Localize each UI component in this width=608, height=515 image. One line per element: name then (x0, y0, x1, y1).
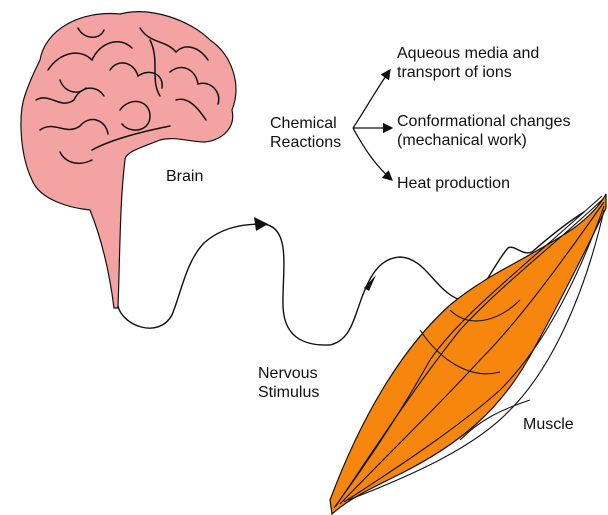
chemical-reactions-line-2: Reactions (270, 133, 341, 152)
nerve-arrow-1 (254, 217, 268, 231)
aqueous-media-line-2: transport of ions (397, 63, 539, 82)
arrow-aqueous (353, 70, 390, 128)
nervous-stimulus-label: Nervous Stimulus (258, 364, 319, 402)
aqueous-media-line-1: Aqueous media and (397, 44, 539, 63)
chemical-reactions-label: Chemical Reactions (270, 114, 341, 152)
muscle-illustration (330, 194, 606, 514)
conformational-changes-line-2: (mechanical work) (397, 131, 570, 150)
muscle-label: Muscle (523, 415, 574, 434)
muscle-shape (330, 194, 606, 514)
nervous-stimulus-line-2: Stimulus (258, 383, 319, 402)
arrow-heat (353, 128, 392, 180)
brain-illustration (21, 12, 236, 308)
heat-production-label: Heat production (397, 174, 510, 193)
brain-shape (21, 12, 236, 308)
brain-label: Brain (166, 167, 203, 186)
nervous-stimulus-line-1: Nervous (258, 364, 319, 383)
reaction-arrows (353, 70, 392, 180)
conformational-changes-label: Conformational changes (mechanical work) (397, 112, 570, 150)
aqueous-media-label: Aqueous media and transport of ions (397, 44, 539, 82)
chemical-reactions-line-1: Chemical (270, 114, 341, 133)
nerve-arrow-2 (364, 275, 376, 291)
conformational-changes-line-1: Conformational changes (397, 112, 570, 131)
